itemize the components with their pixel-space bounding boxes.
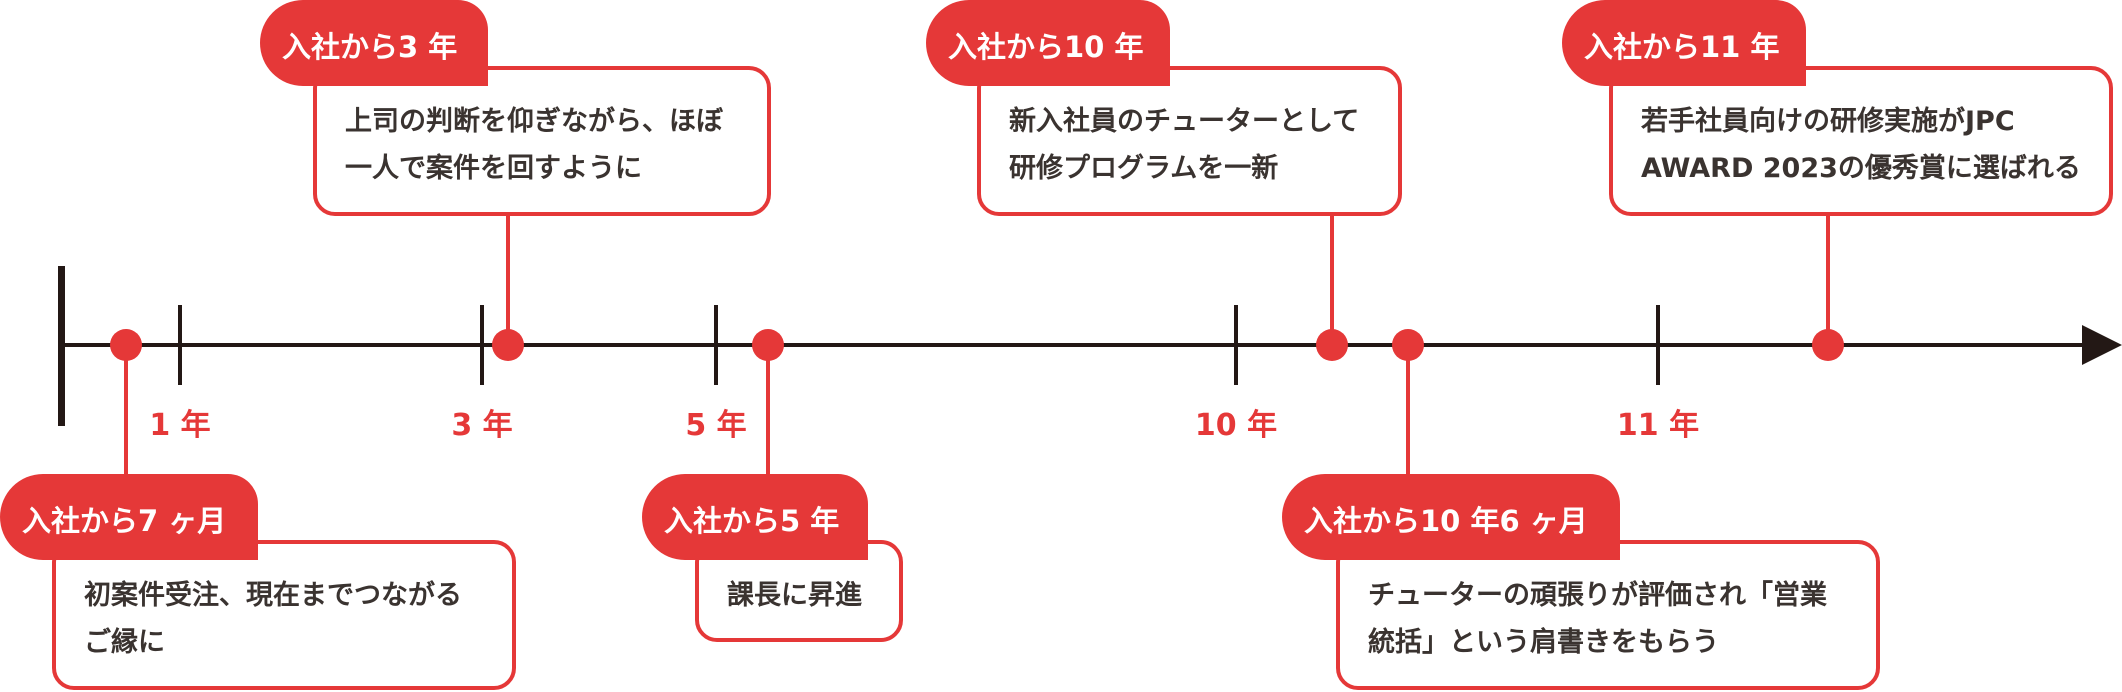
tick-label: 10 年 [1194,408,1278,443]
timeline-arrow-icon [2082,325,2122,365]
event-connector [766,345,770,475]
event-description-line: 上司の判断を仰ぎながら、ほぼ [345,106,723,137]
event-description-line: 課長に昇進 [727,580,862,611]
tick-label: 11 年 [1616,408,1700,443]
tick-mark [480,305,484,385]
event-connector [506,214,510,344]
event-card: 初案件受注、現在までつながる ご縁に [52,540,516,690]
event-description-line: 研修プログラムを一新 [1009,153,1279,184]
event-tag: 入社から10 年6 ヶ月 [1282,474,1620,560]
event-tag: 入社から11 年 [1562,0,1806,86]
tick-mark [178,305,182,385]
event-tag: 入社から10 年 [926,0,1170,86]
event-connector [124,345,128,475]
tick-label: 1 年 [149,408,211,443]
tick-mark [1234,305,1238,385]
event-description-line: 一人で案件を回すように [345,153,642,184]
event-description-line: AWARD 2023の優秀賞に選ばれる [1641,153,2081,184]
event-description-line: 統括」という肩書きをもらう [1368,627,1719,658]
tick-label: 5 年 [685,408,747,443]
tick-mark [714,305,718,385]
event-card: 上司の判断を仰ぎながら、ほぼ 一人で案件を回すように [313,66,771,216]
tick-mark [1656,305,1660,385]
event-tag: 入社から5 年 [642,474,868,560]
event-tag: 入社から7 ヶ月 [0,474,258,560]
event-description-line: チューターの頑張りが評価され「営業 [1368,580,1827,611]
event-description-line: 初案件受注、現在までつながる [84,580,462,611]
event-description-line: 新入社員のチューターとして [1009,106,1360,137]
event-tag: 入社から3 年 [260,0,488,86]
event-connector [1330,214,1334,344]
event-card: 若手社員向けの研修実施がJPC AWARD 2023の優秀賞に選ばれる [1609,66,2113,216]
event-connector [1406,345,1410,475]
event-card: 新入社員のチューターとして 研修プログラムを一新 [977,66,1402,216]
timeline-axis [60,343,2090,347]
event-connector [1826,214,1830,344]
event-description-line: 若手社員向けの研修実施がJPC [1641,106,2015,137]
tick-label: 3 年 [451,408,513,443]
event-card: チューターの頑張りが評価され「営業 統括」という肩書きをもらう [1336,540,1880,690]
event-description-line: ご縁に [84,627,165,658]
